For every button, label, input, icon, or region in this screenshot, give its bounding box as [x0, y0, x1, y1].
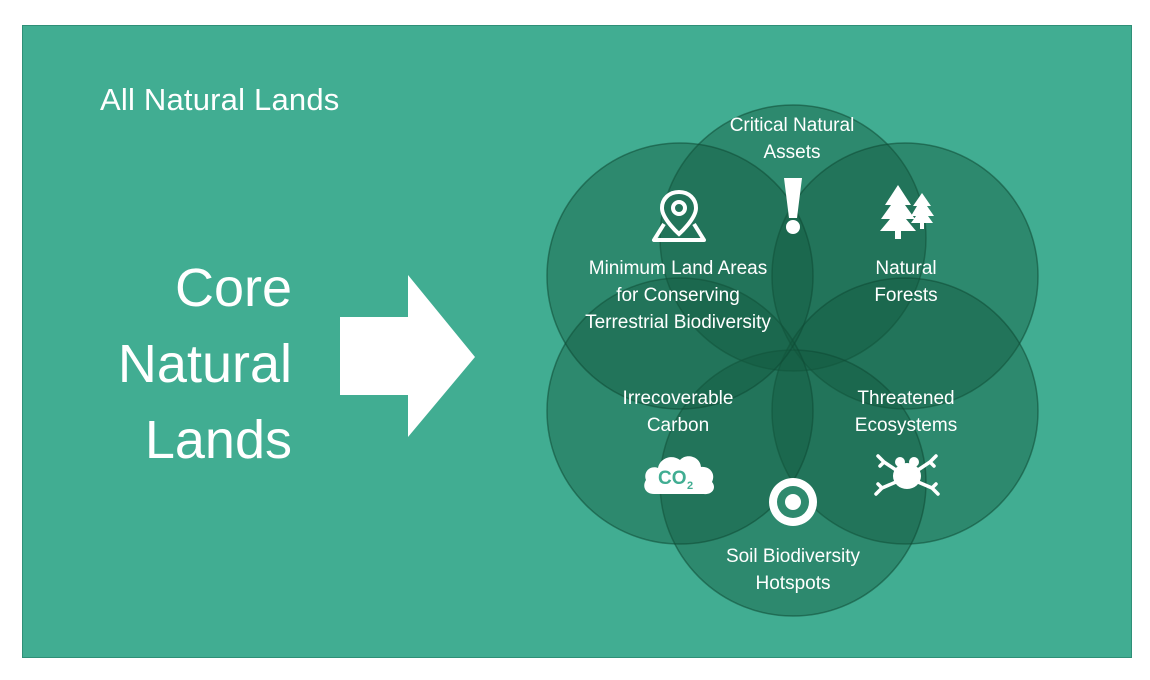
right-arrow-icon	[340, 275, 475, 437]
slide-background	[22, 25, 1132, 658]
target-icon	[769, 478, 817, 526]
page-title: All Natural Lands	[100, 82, 340, 117]
label-soil-biodiversity-hotspots: Soil Biodiversity Hotspots	[725, 546, 861, 594]
core-title-line-3: Lands	[144, 410, 292, 470]
map-pin-icon	[652, 189, 706, 242]
circle-natural-forests	[771, 142, 1039, 410]
trees-icon	[880, 185, 934, 239]
core-title-line-1: Core	[174, 258, 292, 318]
co2-cloud-icon: CO 2	[644, 456, 715, 495]
label-critical-natural-assets: Critical Natural Assets	[729, 115, 855, 163]
co2-subscript: 2	[687, 480, 693, 492]
label-threatened-ecosystems: Threatened Ecosystems	[854, 388, 958, 436]
co2-text: CO	[658, 468, 687, 489]
exclamation-icon	[784, 178, 802, 234]
label-irrecoverable-carbon: Irrecoverable Carbon	[622, 388, 734, 436]
circle-irrecoverable-carbon	[546, 277, 814, 545]
frog-icon	[874, 454, 940, 496]
label-natural-forests: Natural Forests	[874, 258, 938, 306]
core-natural-lands-title: Core Natural Lands	[32, 250, 292, 478]
label-minimum-land-areas: Minimum Land Areas for Conserving Terres…	[585, 258, 771, 333]
circle-minimum-land-areas	[546, 142, 814, 410]
core-title-line-2: Natural	[117, 334, 292, 394]
